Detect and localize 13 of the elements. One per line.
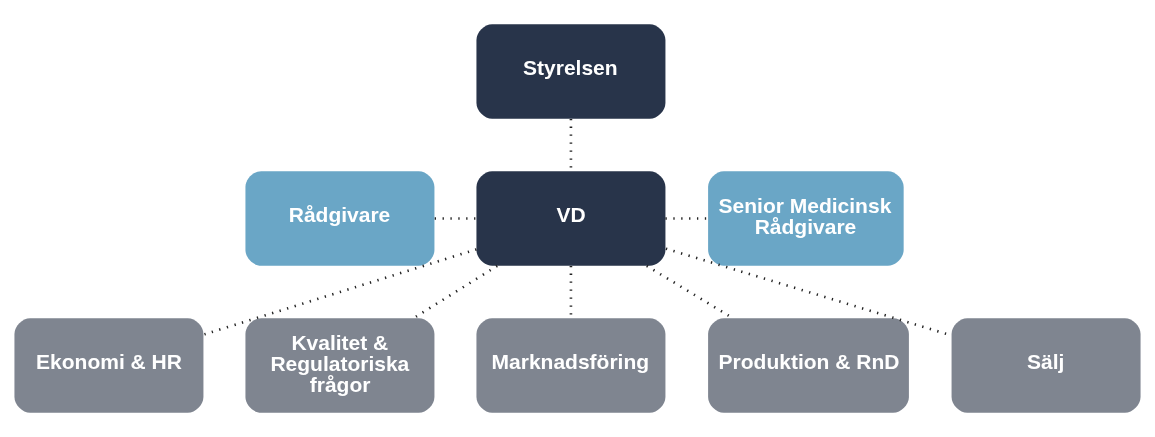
connector (665, 217, 708, 220)
node-box: Sälj (951, 318, 1141, 413)
node-box: Ekonomi & HR (14, 318, 204, 413)
node-box: Produktion & RnD (708, 318, 909, 413)
node-box: VD (476, 171, 666, 266)
connector (203, 248, 477, 336)
node-box: Kvalitet & Regulatoriska frågor (245, 318, 435, 413)
node-box: Rådgivare (245, 171, 435, 266)
node-box: Marknadsföring (476, 318, 666, 413)
connector (434, 217, 477, 220)
node-box: Senior Medicinsk Rådgivare (708, 171, 904, 266)
connector (413, 264, 498, 320)
node-box: Styrelsen (476, 24, 666, 119)
